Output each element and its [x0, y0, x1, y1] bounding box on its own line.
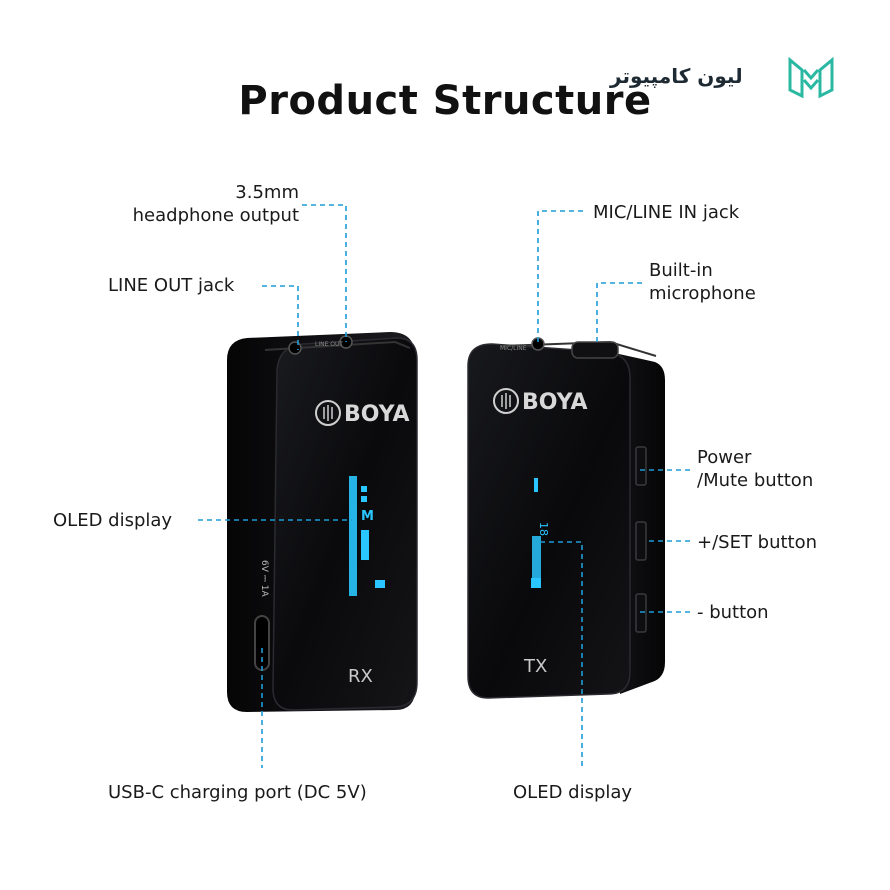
callout-power-line1: Power — [697, 447, 752, 468]
rx-receiver: LINE OUT BOYA M 6V ⎓ 1A RX — [227, 332, 418, 712]
callout-power: Power /Mute button — [697, 446, 813, 492]
tx-jack-label: MIC/LINE — [500, 345, 527, 352]
power-mute-button[interactable] — [635, 446, 647, 486]
rx-jack-label: LINE OUT — [315, 341, 343, 348]
leader-oled-tx — [540, 541, 583, 768]
boya-logo-icon — [493, 388, 519, 414]
rx-port-text: 6V ⎓ 1A — [259, 560, 269, 598]
logo-mark-icon — [788, 56, 834, 99]
boya-logo-icon — [315, 400, 341, 426]
svg-text:18: 18 — [537, 522, 550, 536]
tx-brand: BOYA — [522, 390, 588, 415]
callout-line-out: LINE OUT jack — [108, 275, 235, 296]
rx-brand: BOYA — [344, 402, 410, 427]
callout-power-line2: /Mute button — [697, 470, 814, 491]
page-title: Product Structure — [238, 78, 652, 124]
leader-builtin-mic — [596, 282, 642, 346]
minus-button[interactable] — [635, 593, 647, 633]
callout-builtin-line1: Built-in — [649, 260, 713, 281]
callout-usb-c: USB-C charging port (DC 5V) — [108, 782, 367, 803]
callout-oled-rx: OLED display — [53, 510, 173, 531]
logo-text: لیون کامپیوتر — [610, 64, 743, 88]
rx-label: RX — [348, 666, 373, 687]
brand-logo: لیون کامپیوتر — [610, 56, 840, 100]
callout-set-button: +/SET button — [697, 532, 818, 553]
callout-builtin-line2: microphone — [649, 283, 756, 304]
leader-mic-line-in — [537, 210, 583, 342]
leader-line-out — [262, 285, 299, 350]
rx-oled-screen: M — [349, 476, 385, 596]
callout-headphone-line1: 3.5mm — [235, 182, 299, 203]
svg-text:M: M — [361, 509, 374, 524]
leader-headphone — [302, 204, 347, 342]
callout-builtin-mic: Built-in microphone — [649, 259, 756, 305]
callout-minus-button: - button — [697, 602, 769, 623]
tx-oled-screen: 18 — [531, 478, 550, 588]
callout-headphone: 3.5mm headphone output — [100, 181, 299, 227]
callout-oled-tx: OLED display — [513, 782, 633, 803]
tx-label: TX — [523, 656, 547, 677]
callout-headphone-line2: headphone output — [132, 205, 299, 226]
tx-transmitter: MIC/LINE BOYA 18 TX — [467, 337, 665, 699]
callout-mic-line-in: MIC/LINE IN jack — [593, 202, 740, 223]
plus-set-button[interactable] — [635, 521, 647, 561]
